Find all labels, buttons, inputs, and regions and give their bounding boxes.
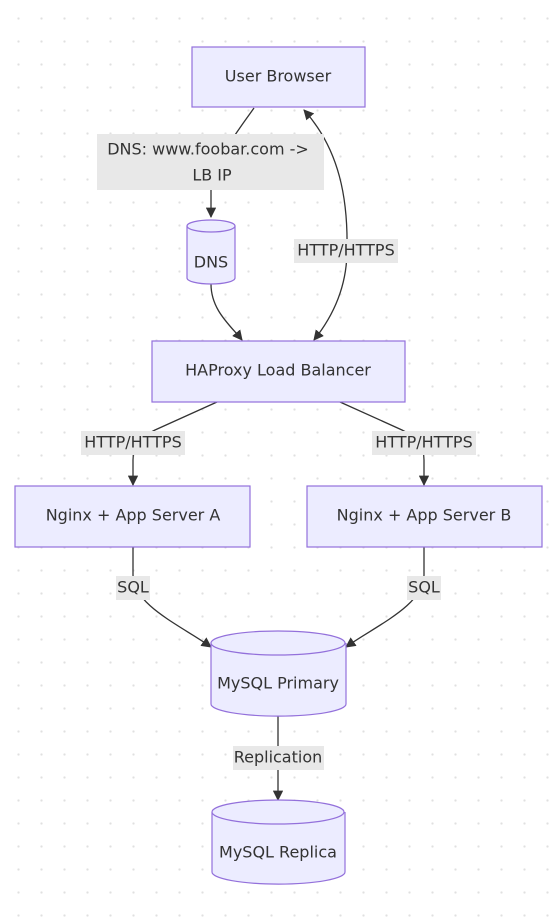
- edge-label-lb-app-b-text: HTTP/HTTPS: [375, 433, 472, 452]
- edge-label-dns-line2: LB IP: [192, 166, 232, 185]
- edge-label-dns-resolve: DNS: www.foobar.com -> LB IP: [97, 134, 324, 190]
- node-mysql-primary-label: MySQL Primary: [217, 674, 339, 693]
- node-mysql-primary[interactable]: MySQL Primary: [210, 630, 347, 717]
- node-user-browser-label: User Browser: [225, 67, 332, 86]
- node-haproxy-lb-label: HAProxy Load Balancer: [185, 361, 371, 380]
- node-dns-label: DNS: [194, 253, 228, 272]
- edge-label-app-a-sql-text: SQL: [117, 578, 149, 597]
- edge-label-app-b-sql-text: SQL: [408, 578, 440, 597]
- edge-labels: DNS: www.foobar.com -> LB IP HTTP/HTTPS …: [81, 134, 476, 770]
- edge-label-lb-app-b: HTTP/HTTPS: [372, 431, 476, 455]
- nodes: User Browser DNS HAProxy Load Balancer N…: [14, 46, 543, 885]
- node-app-server-a-label: Nginx + App Server A: [46, 506, 221, 525]
- edge-label-app-b-sql: SQL: [407, 576, 441, 600]
- edge-dns-to-lb: [210, 283, 243, 341]
- edge-label-lb-app-a-text: HTTP/HTTPS: [84, 433, 181, 452]
- node-haproxy-lb[interactable]: HAProxy Load Balancer: [151, 340, 406, 403]
- edge-label-lb-app-a: HTTP/HTTPS: [81, 431, 185, 455]
- edge-label-replication: Replication: [233, 746, 324, 770]
- node-mysql-replica[interactable]: MySQL Replica: [211, 799, 346, 885]
- node-app-server-a[interactable]: Nginx + App Server A: [14, 485, 251, 548]
- edge-label-app-a-sql: SQL: [116, 576, 150, 600]
- node-dns[interactable]: DNS: [186, 219, 236, 285]
- node-mysql-replica-label: MySQL Replica: [219, 843, 337, 862]
- edge-label-browser-lb: HTTP/HTTPS: [294, 239, 398, 263]
- node-app-server-b-label: Nginx + App Server B: [337, 506, 512, 525]
- node-app-server-b[interactable]: Nginx + App Server B: [306, 485, 543, 548]
- node-user-browser[interactable]: User Browser: [191, 46, 366, 108]
- edge-label-replication-text: Replication: [234, 748, 323, 767]
- edge-label-browser-lb-text: HTTP/HTTPS: [297, 241, 394, 260]
- edge-label-dns-line1: DNS: www.foobar.com ->: [107, 140, 309, 159]
